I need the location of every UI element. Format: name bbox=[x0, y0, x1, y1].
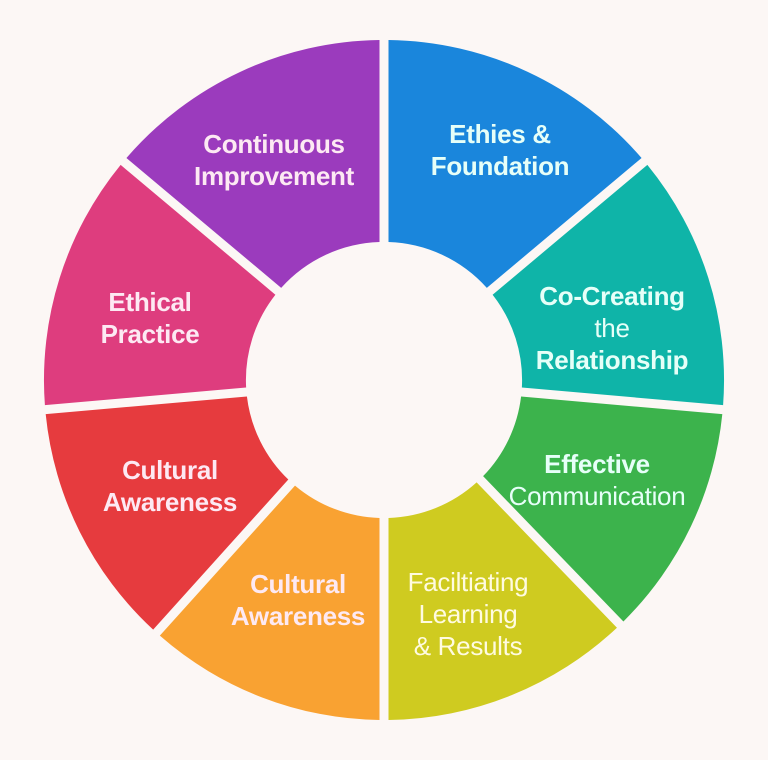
label-line: the bbox=[594, 313, 630, 343]
segment-ethical-practice bbox=[43, 164, 276, 406]
segment-label-cultural-awareness-red: Cultural Awareness bbox=[103, 454, 237, 518]
label-line: Continuous bbox=[203, 129, 345, 159]
label-line: Awareness bbox=[102, 487, 238, 517]
label-line: Learning bbox=[418, 599, 518, 629]
segment-ethics-foundation bbox=[388, 40, 642, 288]
segment-cultural-awareness-orange bbox=[159, 485, 380, 720]
label-line: Ethies & bbox=[449, 119, 551, 149]
label-line: & Results bbox=[413, 631, 523, 661]
segment-label-effective-communication: Effective Communication bbox=[509, 448, 686, 512]
segment-co-creating bbox=[492, 164, 725, 406]
label-line: Cultural bbox=[122, 455, 218, 485]
segment-facilitating-learning bbox=[388, 482, 617, 720]
label-line: Ethical bbox=[108, 287, 192, 317]
label-line: Co-Creating bbox=[539, 281, 685, 311]
segment-label-ethics-foundation: Ethies & Foundation bbox=[431, 118, 570, 182]
segment-label-facilitating-learning: Faciltiating Learning & Results bbox=[408, 566, 529, 662]
segment-label-co-creating-relationship: Co-Creating the Relationship bbox=[535, 280, 689, 376]
segment-label-continuous-improvement: Continuous Improvement bbox=[194, 128, 354, 192]
label-line: Improvement bbox=[194, 161, 354, 191]
label-line: Relationship bbox=[535, 345, 689, 375]
label-line: Faciltiating bbox=[407, 567, 529, 597]
label-line: Effective bbox=[544, 449, 650, 479]
label-line: Foundation bbox=[430, 151, 570, 181]
segment-continuous-improvement bbox=[126, 40, 380, 288]
label-line: Awareness bbox=[230, 601, 366, 631]
label-line: Communication bbox=[508, 481, 686, 511]
segment-label-cultural-awareness-orange: Cultural Awareness bbox=[231, 568, 365, 632]
label-line: Practice bbox=[100, 319, 200, 349]
label-line: Cultural bbox=[250, 569, 346, 599]
segment-label-ethical-practice: Ethical Practice bbox=[101, 286, 200, 350]
segment-cultural-awareness-red bbox=[45, 396, 289, 630]
segment-effective-communication bbox=[483, 396, 723, 622]
